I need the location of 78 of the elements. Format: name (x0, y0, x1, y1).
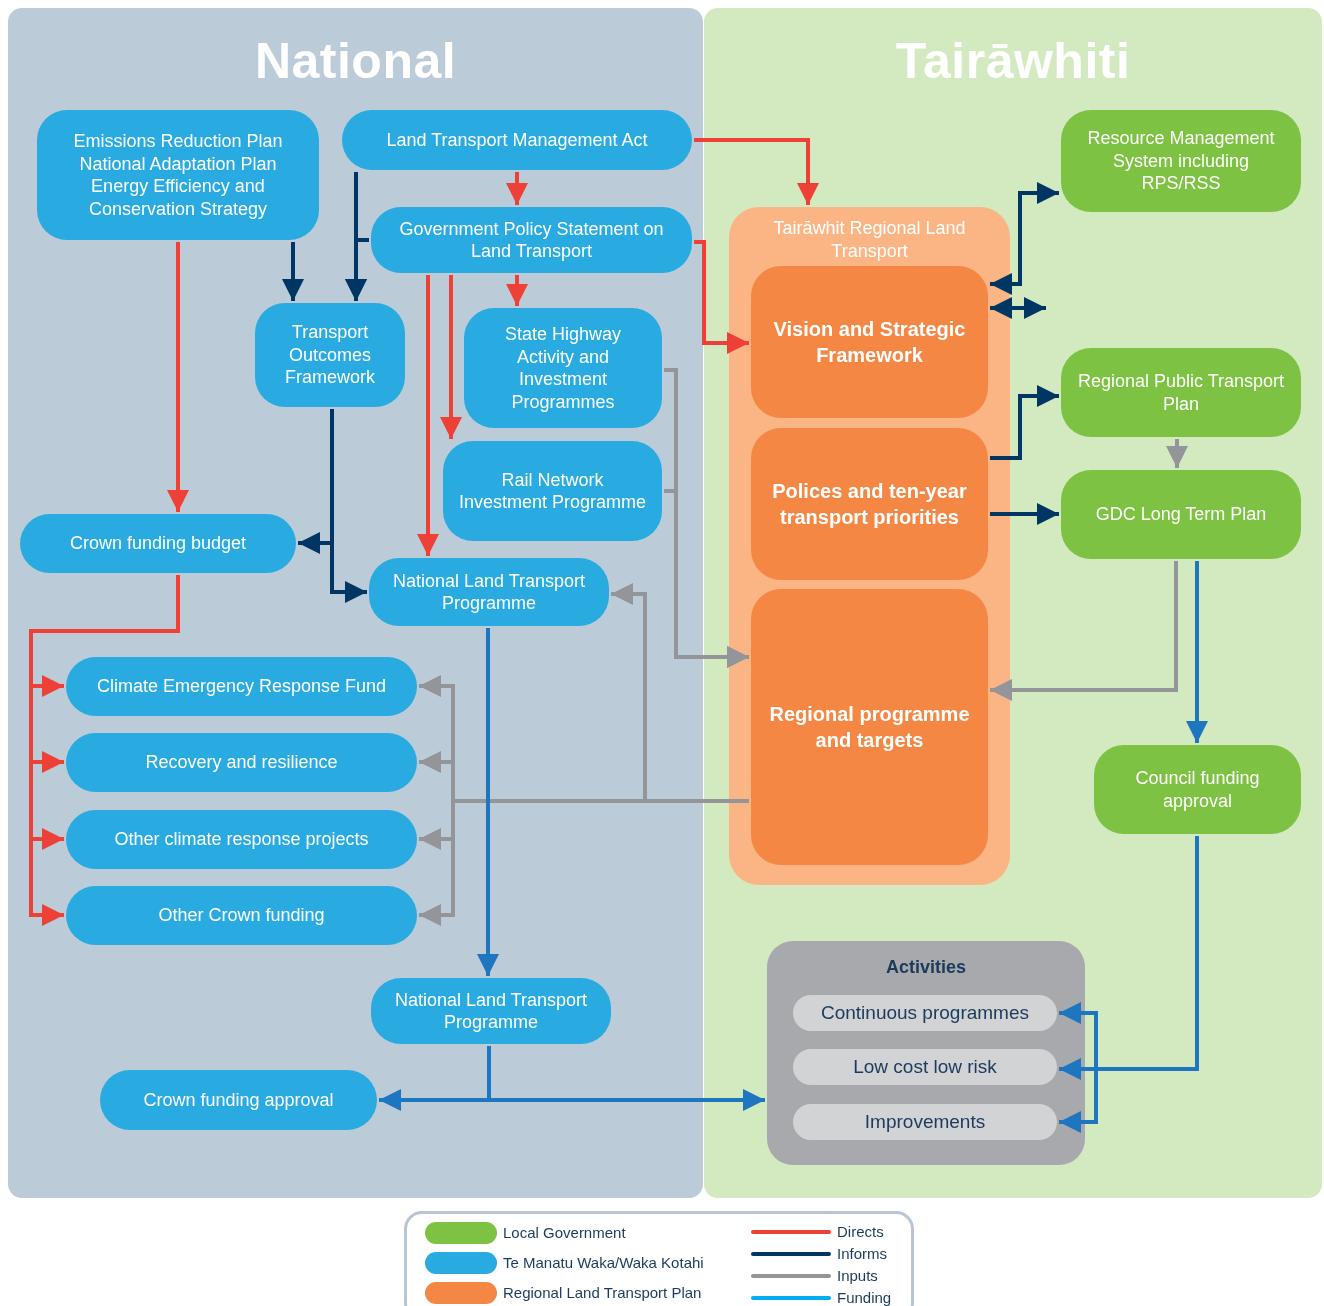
process-box (1061, 470, 1301, 559)
process-box (371, 207, 692, 273)
legend-label: Funding (837, 1289, 892, 1306)
process-box (37, 110, 319, 240)
process-box (100, 1070, 377, 1130)
group-heading: Tairāwhit Regional Land Transport (772, 217, 967, 262)
arrow (506, 275, 528, 306)
box-label: Polices and ten-year transport priorities (771, 479, 968, 530)
legend-label: Te Manatu Waka/Waka Kotahi (503, 1254, 704, 1271)
arrow (417, 275, 439, 556)
box-label: Land Transport Management Act (386, 128, 648, 152)
arrow (1059, 836, 1199, 1133)
group-heading: Activities (885, 957, 966, 978)
arrow (1166, 439, 1188, 468)
box-label: Council funding approval (1134, 767, 1261, 812)
arrow (694, 240, 749, 354)
region-heading: Tairāwhiti (895, 32, 1131, 90)
process-box (369, 558, 609, 626)
box-label: Rail Network Investment Programme (457, 468, 648, 514)
legend-label: Regional Land Transport Plan (503, 1284, 702, 1301)
arrow (282, 242, 304, 301)
box-label: National Land Transport Programme (391, 569, 587, 615)
box-label: Resource Management System including RPS/RSS (1086, 127, 1276, 195)
box-label: Crown funding budget (69, 532, 247, 555)
arrow (330, 409, 367, 603)
activity-label: Improvements (864, 1111, 986, 1133)
box-label: Regional programme and targets (768, 702, 971, 753)
arrow (506, 172, 528, 205)
legend-label: Inputs (837, 1267, 878, 1284)
arrow (440, 275, 462, 439)
process-box (751, 428, 988, 580)
process-box (1061, 348, 1301, 437)
arrow (29, 575, 180, 926)
arrow (990, 297, 1046, 319)
process-box (342, 110, 692, 170)
box-label: Other Crown funding (158, 904, 325, 927)
process-box (255, 303, 405, 407)
process-box (751, 266, 988, 418)
arrow (990, 561, 1178, 701)
activity-label: Low cost low risk (853, 1056, 997, 1078)
process-box (443, 441, 662, 541)
activity-box (793, 995, 1057, 1031)
process-box (1061, 110, 1301, 212)
box-label: Other climate response projects (114, 828, 369, 851)
box-label: Government Policy Statement on Land Transport (398, 217, 665, 263)
box-label: National Land Transport Programme (393, 988, 589, 1034)
arrow (345, 238, 369, 301)
legend-label: Directs (837, 1223, 884, 1240)
activity-box (793, 1104, 1057, 1140)
activity-label: Continuous programmes (820, 1002, 1029, 1024)
legend-label: Local Government (503, 1224, 626, 1241)
arrow (990, 503, 1059, 525)
process-box (464, 308, 662, 428)
group-box (767, 941, 1085, 1165)
group-box (729, 207, 1010, 885)
arrow (990, 385, 1059, 460)
arrow (477, 628, 499, 976)
process-box (371, 978, 611, 1044)
box-label: Crown funding approval (143, 1088, 334, 1112)
box-label: Emissions Reduction Plan National Adaptation Plan Energy Efficiency and Conservation Strategy (72, 130, 284, 220)
box-label: Climate Emergency Response Fund (96, 675, 387, 698)
activity-box (793, 1049, 1057, 1085)
arrow (167, 242, 189, 512)
arrow (1186, 561, 1208, 743)
box-label: GDC Long Term Plan (1095, 503, 1267, 526)
box-label: Vision and Strategic Framework (772, 317, 967, 368)
arrow (990, 182, 1059, 295)
region-panel (8, 8, 703, 1198)
box-label: State Highway Activity and Investment Programmes (503, 323, 623, 413)
box-label: Transport Outcomes Framework (284, 321, 376, 389)
region-heading: National (254, 32, 457, 90)
legend-label: Informs (837, 1245, 887, 1262)
box-label: Recovery and resilience (145, 751, 338, 774)
process-box (1094, 745, 1301, 834)
region-panel (704, 8, 1322, 1198)
box-label: Regional Public Transport Plan (1076, 370, 1286, 415)
arrow (694, 138, 819, 205)
process-box (751, 589, 988, 865)
